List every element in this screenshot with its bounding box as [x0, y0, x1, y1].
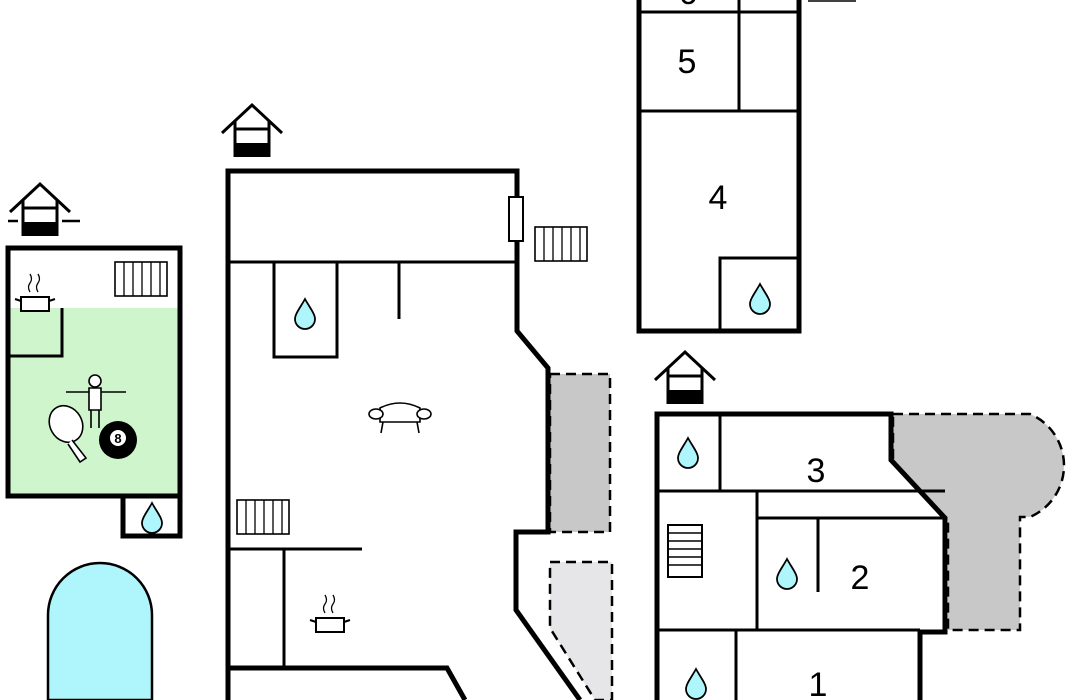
- radiator-icon: [534, 226, 588, 262]
- house-entrance-icon: [653, 350, 717, 406]
- terrace-lower-middle: [548, 560, 614, 700]
- water-drop-icon: [776, 558, 798, 590]
- water-drop-icon: [677, 437, 699, 469]
- house-entrance-icon: [220, 103, 284, 159]
- terrace-middle: [548, 372, 612, 534]
- water-drop-icon: [749, 283, 771, 315]
- games-room: [5, 245, 183, 539]
- room-1-label: 1: [809, 666, 828, 700]
- water-drop-icon: [685, 668, 707, 700]
- table-tennis-icon: [48, 404, 88, 464]
- room-4-label: 4: [709, 179, 728, 217]
- table-football-icon: [66, 374, 126, 428]
- terrace-right: [891, 412, 1066, 632]
- water-drop-icon: [294, 298, 316, 330]
- cooking-pot-icon: [14, 273, 56, 312]
- cooking-pot-icon: [309, 594, 351, 633]
- radiator-icon: [236, 499, 290, 535]
- room-6-label: 6: [679, 0, 698, 12]
- water-drop-icon: [141, 502, 163, 534]
- main-house: [225, 168, 583, 700]
- room-5-label: 5: [678, 43, 697, 81]
- billiard-ball-icon: 8: [99, 421, 137, 459]
- svg-text:8: 8: [114, 431, 121, 446]
- house-entrance-icon: [8, 182, 72, 238]
- sofa-icon: [368, 402, 432, 434]
- room-3-label: 3: [807, 452, 826, 490]
- radiator-icon: [114, 261, 168, 297]
- upper-right-house: [636, 0, 856, 334]
- room-2-label: 2: [851, 559, 870, 597]
- lower-right-house: [654, 411, 948, 700]
- swimming-pool: [46, 561, 154, 700]
